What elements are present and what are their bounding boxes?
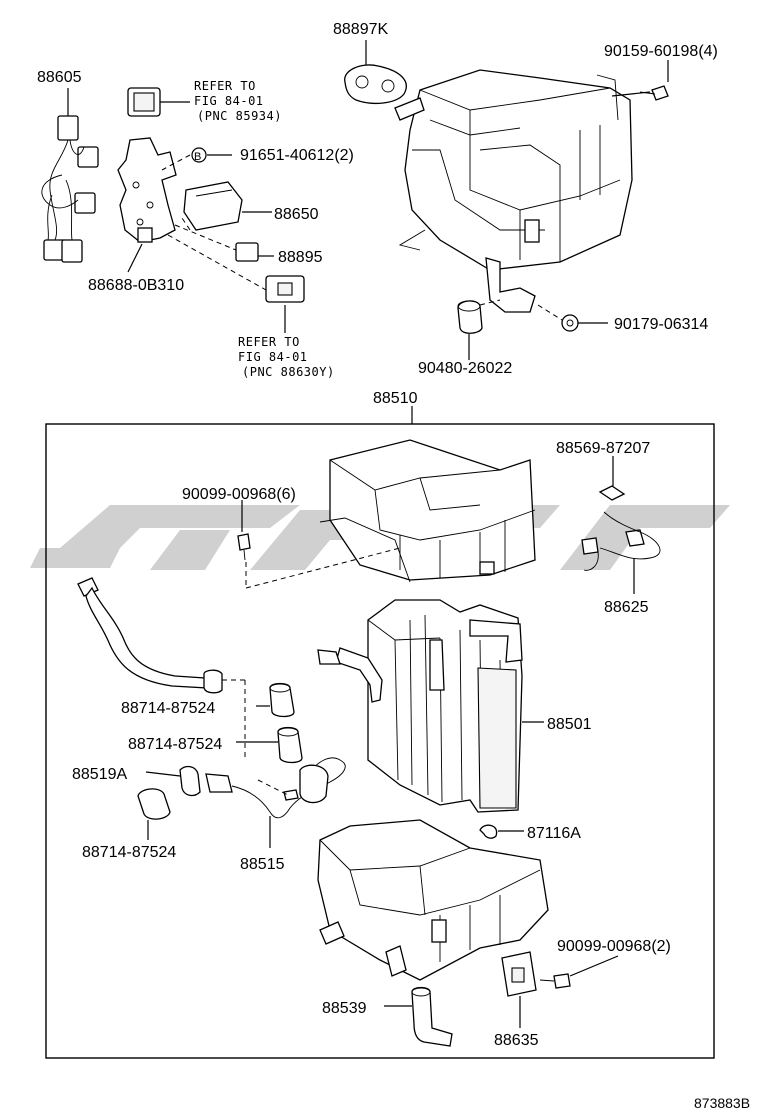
label-90179-06314: 90179-06314 xyxy=(614,316,708,333)
grommet-90480 xyxy=(457,299,501,360)
label-88501: 88501 xyxy=(547,716,592,733)
lower-case xyxy=(317,819,549,981)
screw-90159 xyxy=(639,60,669,101)
upper-case xyxy=(319,439,536,583)
label-88714-87524-b: 88714-87524 xyxy=(128,736,222,753)
label-88569-87207: 88569-87207 xyxy=(556,440,650,457)
refer-note-1-line2: FIG 84-01 xyxy=(194,94,264,108)
relay-bracket-88688 xyxy=(117,87,305,333)
label-88714-87524-a: 88714-87524 xyxy=(121,700,215,717)
screw-90099-2 xyxy=(539,955,619,989)
nut-90179 xyxy=(537,304,608,332)
label-88515: 88515 xyxy=(240,856,285,873)
label-91651-mark: B xyxy=(194,151,201,163)
evaporator-88501 xyxy=(317,599,544,813)
label-88688-0B310: 88688-0B310 xyxy=(88,277,184,294)
label-90099-00968-6: 90099-00968(6) xyxy=(182,486,296,503)
refer-note-2-line2: FIG 84-01 xyxy=(238,350,308,364)
label-88897K: 88897K xyxy=(333,21,388,38)
wire-harness-88605 xyxy=(41,88,99,263)
o-ring-87116A xyxy=(479,824,524,839)
pipe-assembly xyxy=(77,577,246,760)
label-91651-40612: 91651-40612(2) xyxy=(240,147,354,164)
sensor-88515 xyxy=(205,757,346,848)
label-88510: 88510 xyxy=(373,390,418,407)
thermistor-harness-88625 xyxy=(581,456,661,594)
label-90480-26022: 90480-26022 xyxy=(418,360,512,377)
refer-note-1-line3: (PNC 85934) xyxy=(197,109,282,123)
gasket-88897K xyxy=(344,40,407,105)
assembly-frame-88510 xyxy=(45,423,715,1059)
screw-90099-6 xyxy=(237,500,401,589)
label-88650: 88650 xyxy=(274,206,319,223)
label-88895: 88895 xyxy=(278,249,323,266)
figure-code: 873883B xyxy=(694,1095,750,1111)
refer-note-2-line1: REFER TO xyxy=(238,335,300,349)
insulator-88714-b xyxy=(236,726,303,764)
label-88539: 88539 xyxy=(322,1000,367,1017)
label-87116A: 87116A xyxy=(527,825,581,842)
label-88625: 88625 xyxy=(604,599,649,616)
label-90099-00968-2: 90099-00968(2) xyxy=(557,938,671,955)
insulator-88714-c xyxy=(137,788,171,840)
label-90159-60198: 90159-60198(4) xyxy=(604,43,718,60)
cooling-unit-assembly xyxy=(394,69,651,313)
label-88714-87524-c: 88714-87524 xyxy=(82,844,176,861)
refer-note-1-line1: REFER TO xyxy=(194,79,256,93)
insulator-88714-a xyxy=(256,682,295,718)
clamp-88519A xyxy=(145,765,201,797)
label-88519A: 88519A xyxy=(72,766,127,783)
bracket-88635 xyxy=(501,951,537,1028)
label-88605: 88605 xyxy=(37,69,82,86)
drain-hose-88539 xyxy=(384,986,453,1047)
label-88635: 88635 xyxy=(494,1032,539,1049)
refer-note-2-line3: (PNC 88630Y) xyxy=(242,365,335,379)
